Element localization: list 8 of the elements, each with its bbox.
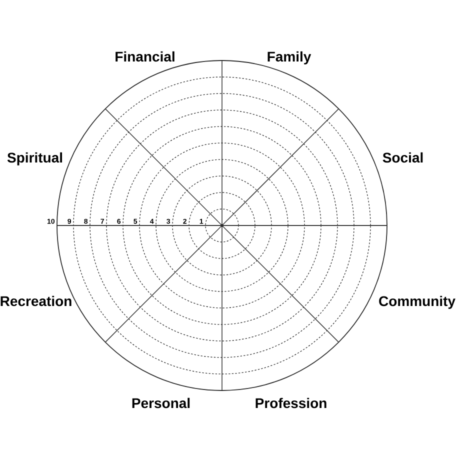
category-label: Social bbox=[382, 152, 423, 163]
category-label: Community bbox=[379, 296, 456, 309]
category-label: Spiritual bbox=[7, 152, 62, 166]
category-label: Recreation bbox=[0, 296, 72, 306]
category-label: Family bbox=[268, 51, 312, 64]
category-label: Personal bbox=[132, 398, 190, 408]
category-label: Profession bbox=[256, 398, 326, 408]
category-label: Financial bbox=[116, 51, 174, 62]
